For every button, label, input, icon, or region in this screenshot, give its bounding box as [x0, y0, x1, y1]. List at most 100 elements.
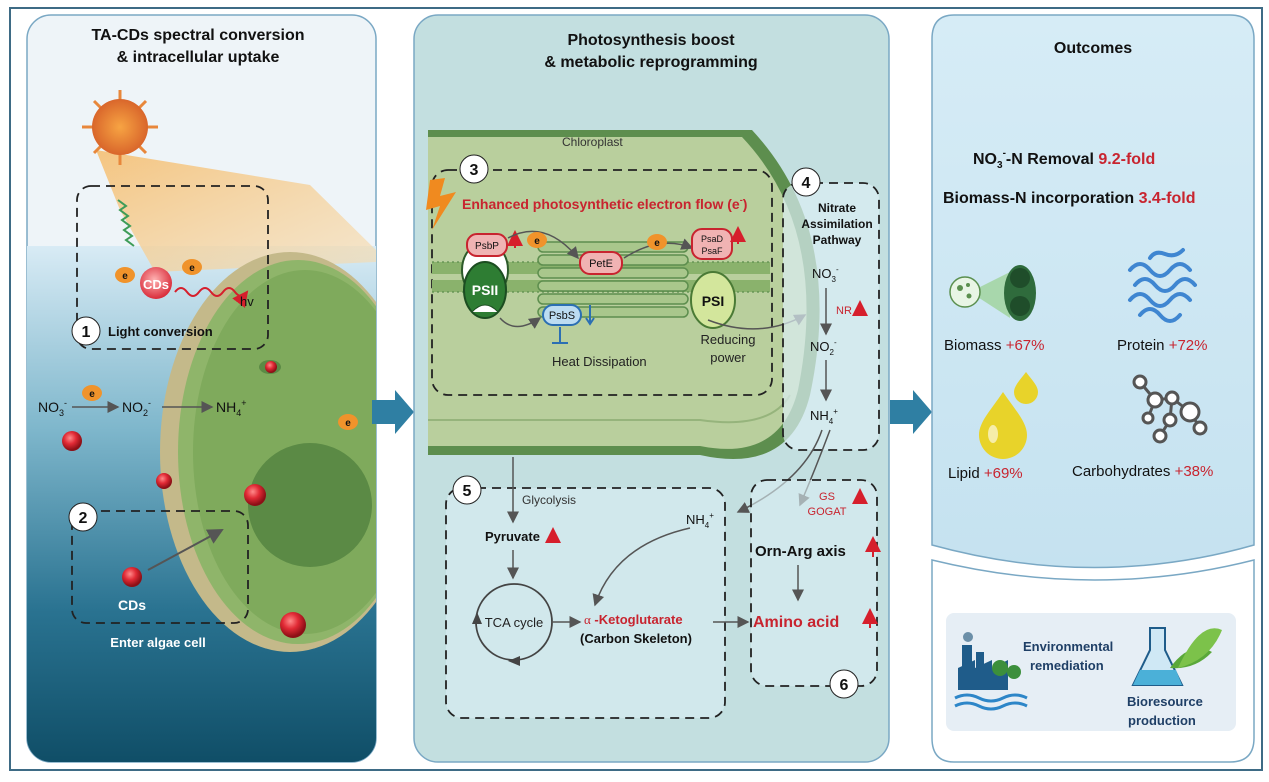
biomass-label: Biomass +67%: [944, 337, 1044, 354]
psi-complex: PSI: [690, 271, 736, 329]
psii-label: PSII: [472, 282, 498, 298]
svg-text:Pathway: Pathway: [813, 233, 862, 247]
step1-badge: [71, 316, 101, 346]
environmental-remediation-label: Environmental: [1023, 639, 1113, 654]
ketoglutarate-label: α -Ketoglutarate: [584, 612, 683, 627]
psbp-label: PsbP: [475, 241, 499, 252]
svg-text:e: e: [534, 236, 540, 247]
electron-flow-label: Enhanced photosynthetic electron flow (e…: [462, 195, 747, 212]
amino-acid-label: Amino acid: [753, 614, 839, 631]
sun-icon: [82, 90, 158, 165]
flow-arrow-right: [890, 390, 932, 434]
tca-label: TCA cycle: [485, 615, 544, 630]
outcomes-title: Outcomes: [1054, 40, 1132, 57]
step6-box: [750, 479, 878, 687]
step1-number: 1: [82, 324, 91, 341]
step5-badge: [452, 475, 482, 505]
reducing-power-label: Reducing: [701, 332, 756, 347]
step4-box: [782, 182, 880, 451]
svg-text:e: e: [189, 263, 195, 274]
emission-wave: [174, 287, 249, 308]
svg-text:power: power: [710, 350, 746, 365]
svg-text:e: e: [654, 238, 660, 249]
lipid-drop-icon: [979, 372, 1038, 459]
orn-arg-label: Orn-Arg axis: [755, 543, 846, 560]
flask-icon: [1131, 627, 1222, 686]
svg-text:e: e: [345, 418, 351, 429]
no3-label: NO3-: [38, 398, 67, 418]
step4-badge: [791, 167, 821, 197]
svg-text:PsaF: PsaF: [701, 246, 723, 256]
svg-text:Assimilation: Assimilation: [801, 217, 872, 231]
no2-label: NO2-: [810, 338, 837, 357]
cds-dot: [265, 361, 277, 373]
psad-psaf-protein: PsaD PsaF: [691, 228, 733, 260]
biomass-n-label: Biomass-N incorporation 3.4-fold: [943, 190, 1195, 207]
carbohydrates-label: Carbohydrates +38%: [1072, 463, 1213, 480]
cds-particle: [140, 267, 172, 299]
pete-protein: PetE: [579, 251, 623, 275]
protein-icon: [1128, 248, 1197, 323]
nr-label: NR: [836, 305, 852, 317]
pete-label: PetE: [589, 258, 613, 270]
psbs-protein: PsbS: [542, 304, 582, 326]
step1-label: Light conversion: [108, 324, 213, 339]
cds-label-2: CDs: [118, 597, 146, 613]
electron-icon: e: [647, 234, 667, 250]
svg-text:e: e: [122, 271, 128, 282]
svg-text:e: e: [89, 389, 95, 400]
step2-box: [71, 510, 249, 624]
panel2-title-line2: & metabolic reprogramming: [544, 54, 757, 71]
panel1-title-line1: TA-CDs spectral conversion: [91, 27, 304, 44]
panel1-title-line2: & intracellular uptake: [117, 49, 280, 66]
svg-text:production: production: [1128, 713, 1196, 728]
electron-icon: e: [115, 267, 135, 283]
step5-box: [445, 487, 726, 719]
step5-number: 5: [463, 483, 472, 500]
factory-icon: [954, 632, 1028, 711]
chloroplast-label: Chloroplast: [562, 135, 623, 149]
no3-removal-label: NO3--N Removal 9.2-fold: [973, 148, 1155, 171]
glycolysis-label: Glycolysis: [522, 493, 576, 507]
cds-dot: [244, 484, 266, 506]
carbohydrate-molecule-icon: [1132, 374, 1208, 444]
lipid-label: Lipid +69%: [948, 465, 1023, 482]
cds-dot: [62, 431, 82, 451]
panel-photosynthesis: Photosynthesis boost & metabolic reprogr…: [413, 14, 890, 763]
protein-label: Protein +72%: [1117, 337, 1208, 354]
no2-label: NO2-: [122, 398, 151, 418]
psbp-protein: PsbP: [466, 233, 508, 257]
electron-icon: e: [338, 414, 358, 430]
cds-dot: [156, 473, 172, 489]
gogat-label: GOGAT: [808, 506, 847, 518]
hv-label: hv: [240, 294, 254, 309]
heat-dissipation-label: Heat Dissipation: [552, 354, 647, 369]
step3-badge: [459, 154, 489, 184]
psi-label: PSI: [702, 293, 725, 309]
nitrate-pathway-label: Nitrate: [818, 201, 856, 215]
nh4-label: NH4+: [686, 511, 714, 530]
step1-box: [76, 185, 269, 350]
step2-number: 2: [79, 510, 88, 527]
photon-wave: [117, 199, 135, 247]
step2-badge: [68, 502, 98, 532]
microalgae-icon: [949, 265, 1036, 321]
step2-label: Enter algae cell: [110, 635, 205, 650]
light-beam: [96, 150, 376, 272]
nucleus: [248, 443, 372, 567]
step6-number: 6: [840, 677, 849, 694]
svg-text:remediation: remediation: [1030, 658, 1104, 673]
psbs-label: PsbS: [549, 310, 575, 322]
panel-outcomes: Outcomes NO3--N Removal 9.2-fold Biomass…: [931, 14, 1255, 763]
carbon-skeleton-label: (Carbon Skeleton): [580, 631, 692, 646]
gs-label: GS: [819, 491, 835, 503]
lightning-icon: [426, 178, 456, 230]
step4-number: 4: [802, 175, 811, 192]
step6-badge: [829, 669, 859, 699]
cds-label: CDs: [143, 277, 169, 292]
panel2-title-line1: Photosynthesis boost: [567, 32, 735, 49]
no3-label: NO3-: [812, 265, 839, 284]
nh4-label: NH4+: [810, 407, 838, 426]
panel-uptake: TA-CDs spectral conversion & intracellul…: [26, 14, 377, 763]
electron-icon: e: [182, 259, 202, 275]
